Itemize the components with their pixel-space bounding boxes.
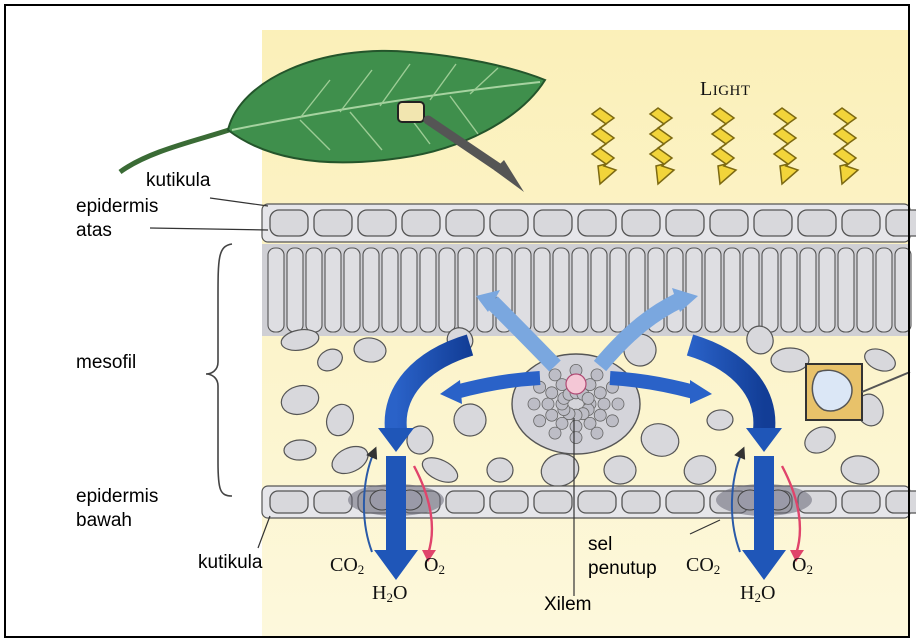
diagram-border [4, 4, 910, 638]
